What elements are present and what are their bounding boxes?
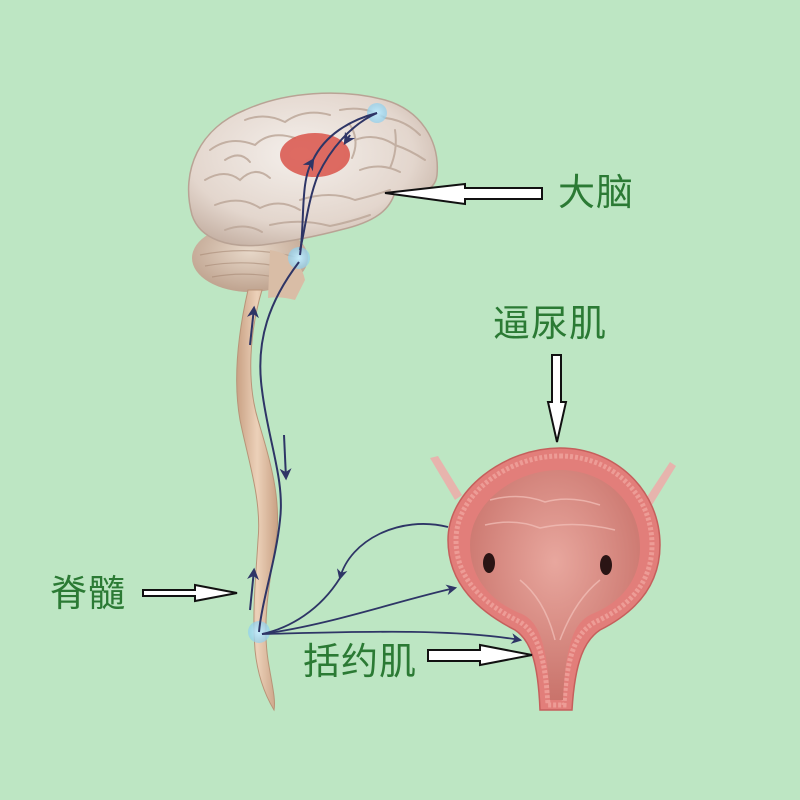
brain-illustration — [187, 92, 439, 300]
spinal-cord-illustration — [236, 261, 300, 712]
left-ureteric-orifice — [483, 553, 495, 573]
right-ureter — [645, 462, 676, 505]
detrusor-muscle-label: 逼尿肌 — [493, 302, 607, 345]
left-ureter — [430, 456, 462, 500]
detrusor-pointer-arrow — [546, 354, 568, 443]
bladder-illustration — [430, 447, 676, 711]
sphincter-muscle-label: 括约肌 — [303, 640, 417, 683]
spinal-cord-label: 脊髓 — [50, 572, 126, 615]
brainstem-node — [288, 247, 310, 269]
spinal-nerve-paths — [247, 261, 300, 633]
spinal-cord-pointer-arrow — [142, 583, 238, 603]
right-ureteric-orifice — [600, 555, 612, 575]
brain-nerve-paths — [299, 112, 378, 256]
bladder-lumen — [470, 470, 640, 700]
brain-pointer-arrow — [384, 182, 543, 206]
bladder-nerve-paths — [261, 523, 523, 644]
spinal-cord — [236, 289, 279, 712]
brain-label: 大脑 — [558, 171, 634, 214]
bladder-wall-texture — [453, 453, 655, 708]
sphincter-pointer-arrow — [427, 643, 533, 667]
